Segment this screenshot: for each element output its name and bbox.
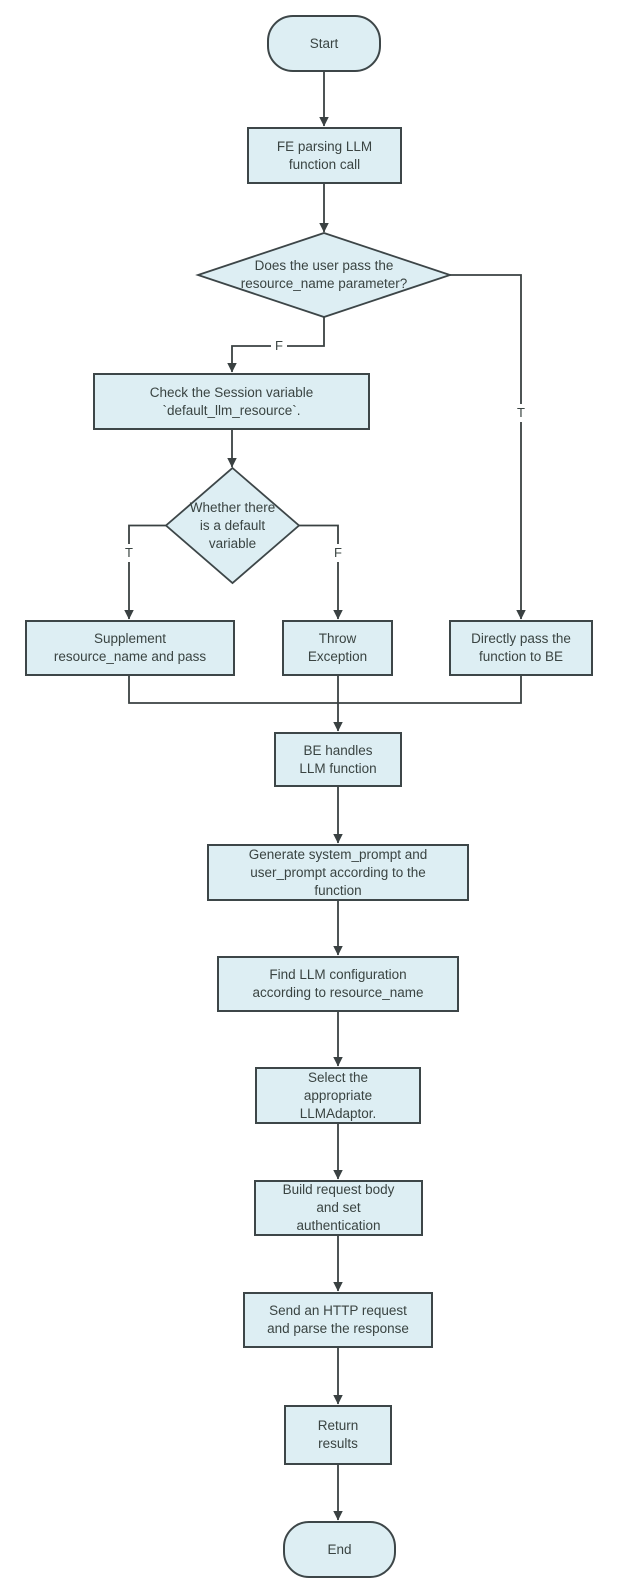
node-decision-default-variable-label: Whether there is a default variable (189, 499, 276, 551)
node-be-handles-function: BE handles LLM function (274, 732, 402, 787)
node-find-llm-configuration: Find LLM configuration according to reso… (217, 956, 459, 1012)
edge-merge-connector (128, 676, 522, 704)
branch-label-decision2-false: F (330, 544, 346, 562)
node-decision-resource-name-label: Does the user pass the resource_name par… (240, 258, 408, 291)
node-generate-prompts: Generate system_prompt and user_prompt a… (207, 844, 469, 901)
node-supplement-resource-name: Supplement resource_name and pass (25, 620, 235, 676)
edge-decision2-false-to-throw (299, 524, 343, 620)
node-build-request-body: Build request body and set authenticatio… (254, 1180, 423, 1236)
node-start: Start (267, 15, 381, 72)
node-throw-exception: Throw Exception (282, 620, 393, 676)
branch-label-decision2-true: T (121, 544, 137, 562)
node-send-http-request: Send an HTTP request and parse the respo… (243, 1292, 433, 1348)
node-check-session-variable: Check the Session variable `default_llm_… (93, 373, 370, 430)
branch-label-decision1-true: T (513, 404, 529, 422)
node-return-results: Return results (284, 1405, 392, 1465)
node-select-llm-adaptor: Select the appropriate LLMAdaptor. (255, 1067, 421, 1124)
node-directly-pass-to-be: Directly pass the function to BE (449, 620, 593, 676)
node-end: End (283, 1521, 396, 1578)
edge-decision1-true-to-directly (450, 274, 526, 620)
decision-default-variable-shape (164, 466, 301, 585)
node-fe-parsing: FE parsing LLM function call (247, 127, 402, 184)
branch-label-decision1-false: F (271, 337, 287, 355)
edge-decision2-true-to-supplement (124, 524, 166, 620)
